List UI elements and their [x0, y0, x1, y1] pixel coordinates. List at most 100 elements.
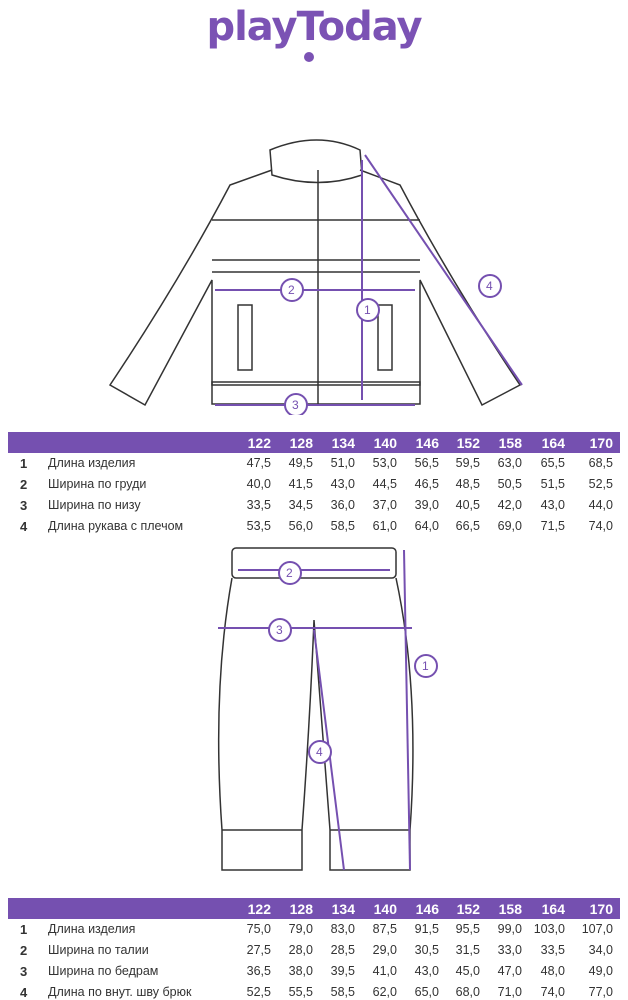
- row-number: 2: [20, 943, 28, 958]
- row-number: 3: [20, 964, 28, 979]
- size-header: 134: [331, 435, 355, 451]
- measurement-value: 61,0: [372, 519, 397, 533]
- size-header: 128: [289, 901, 313, 917]
- size-header: 134: [331, 901, 355, 917]
- size-header: 152: [456, 901, 480, 917]
- size-header: 128: [289, 435, 313, 451]
- marker-4: 4: [486, 279, 493, 293]
- marker-2: 2: [286, 566, 293, 580]
- measurement-value: 103,0: [533, 922, 565, 936]
- measurement-value: 39,0: [414, 498, 439, 512]
- size-header: 146: [415, 901, 439, 917]
- measurement-value: 62,0: [372, 985, 397, 999]
- row-label: Длина по внут. шву брюк: [48, 985, 192, 999]
- measurement-value: 63,0: [497, 456, 522, 470]
- measurement-value: 65,0: [414, 985, 439, 999]
- jacket-drawing: 1 2 3 4: [108, 139, 523, 415]
- measurement-value: 44,5: [372, 477, 397, 491]
- marker-1: 1: [364, 303, 371, 317]
- marker-1: 1: [422, 659, 429, 673]
- measurement-value: 64,0: [414, 519, 439, 533]
- measurement-value: 56,0: [288, 519, 313, 533]
- measurement-value: 71,5: [540, 519, 565, 533]
- measurement-value: 51,0: [330, 456, 355, 470]
- measurement-value: 74,0: [540, 985, 565, 999]
- row-label: Ширина по груди: [48, 477, 147, 491]
- table-header: 122 128 134 140 146 152 158 164 170: [8, 432, 620, 453]
- measurement-value: 52,5: [588, 477, 613, 491]
- row-label: Длина изделия: [48, 456, 136, 470]
- measurement-value: 38,0: [288, 964, 313, 978]
- measurement-value: 28,5: [330, 943, 355, 957]
- measurement-value: 33,5: [246, 498, 271, 512]
- row-label: Ширина по бедрам: [48, 964, 159, 978]
- measurement-value: 56,5: [414, 456, 439, 470]
- measurement-value: 42,0: [497, 498, 522, 512]
- measurement-value: 40,0: [246, 477, 271, 491]
- measurement-value: 28,0: [288, 943, 313, 957]
- row-number: 2: [20, 477, 28, 492]
- table-row: 2 Ширина по груди 40,0 41,5 43,0 44,5 46,5 48,5…: [8, 474, 620, 495]
- measurement-value: 52,5: [246, 985, 271, 999]
- measurement-value: 43,0: [540, 498, 565, 512]
- size-header: 158: [498, 435, 522, 451]
- measurement-value: 39,5: [330, 964, 355, 978]
- measurement-value: 58,5: [330, 985, 355, 999]
- measurement-value: 53,5: [246, 519, 271, 533]
- measurement-value: 34,0: [588, 943, 613, 957]
- measurement-value: 71,0: [497, 985, 522, 999]
- measurement-value: 41,5: [288, 477, 313, 491]
- measurement-value: 43,0: [330, 477, 355, 491]
- measurement-value: 43,0: [414, 964, 439, 978]
- measurement-value: 46,5: [414, 477, 439, 491]
- measurement-value: 30,5: [414, 943, 439, 957]
- measurement-value: 48,5: [455, 477, 480, 491]
- measurement-value: 79,0: [288, 922, 313, 936]
- size-header: 152: [456, 435, 480, 451]
- measurement-value: 41,0: [372, 964, 397, 978]
- pants-drawing: 1 2 3 4: [217, 547, 438, 871]
- measurement-value: 83,0: [330, 922, 355, 936]
- measurement-value: 36,0: [330, 498, 355, 512]
- logo-dot: [304, 52, 314, 62]
- measurement-value: 68,0: [455, 985, 480, 999]
- measurement-value: 68,5: [588, 456, 613, 470]
- measurement-value: 65,5: [540, 456, 565, 470]
- size-header: 140: [373, 435, 397, 451]
- measurement-value: 87,5: [372, 922, 397, 936]
- size-header: 140: [373, 901, 397, 917]
- measurement-value: 95,5: [455, 922, 480, 936]
- marker-3: 3: [276, 623, 283, 637]
- size-header: 158: [498, 901, 522, 917]
- row-label: Ширина по талии: [48, 943, 149, 957]
- measurement-value: 107,0: [581, 922, 613, 936]
- size-header: 122: [247, 435, 271, 451]
- measurement-value: 33,5: [540, 943, 565, 957]
- row-label: Длина изделия: [48, 922, 136, 936]
- row-number: 3: [20, 498, 28, 513]
- size-header: 164: [541, 901, 565, 917]
- measurement-value: 45,0: [455, 964, 480, 978]
- brand-logo: playToday: [206, 4, 422, 50]
- measurement-value: 48,0: [540, 964, 565, 978]
- measurement-value: 40,5: [455, 498, 480, 512]
- size-header: 146: [415, 435, 439, 451]
- measurement-value: 77,0: [588, 985, 613, 999]
- size-header: 122: [247, 901, 271, 917]
- row-number: 4: [20, 519, 28, 534]
- marker-2: 2: [288, 283, 295, 297]
- measurement-value: 34,5: [288, 498, 313, 512]
- measurement-value: 53,0: [372, 456, 397, 470]
- row-number: 1: [20, 456, 28, 471]
- row-label: Ширина по низу: [48, 498, 141, 512]
- measurement-value: 74,0: [588, 519, 613, 533]
- size-header: 164: [541, 435, 565, 451]
- measurement-value: 44,0: [588, 498, 613, 512]
